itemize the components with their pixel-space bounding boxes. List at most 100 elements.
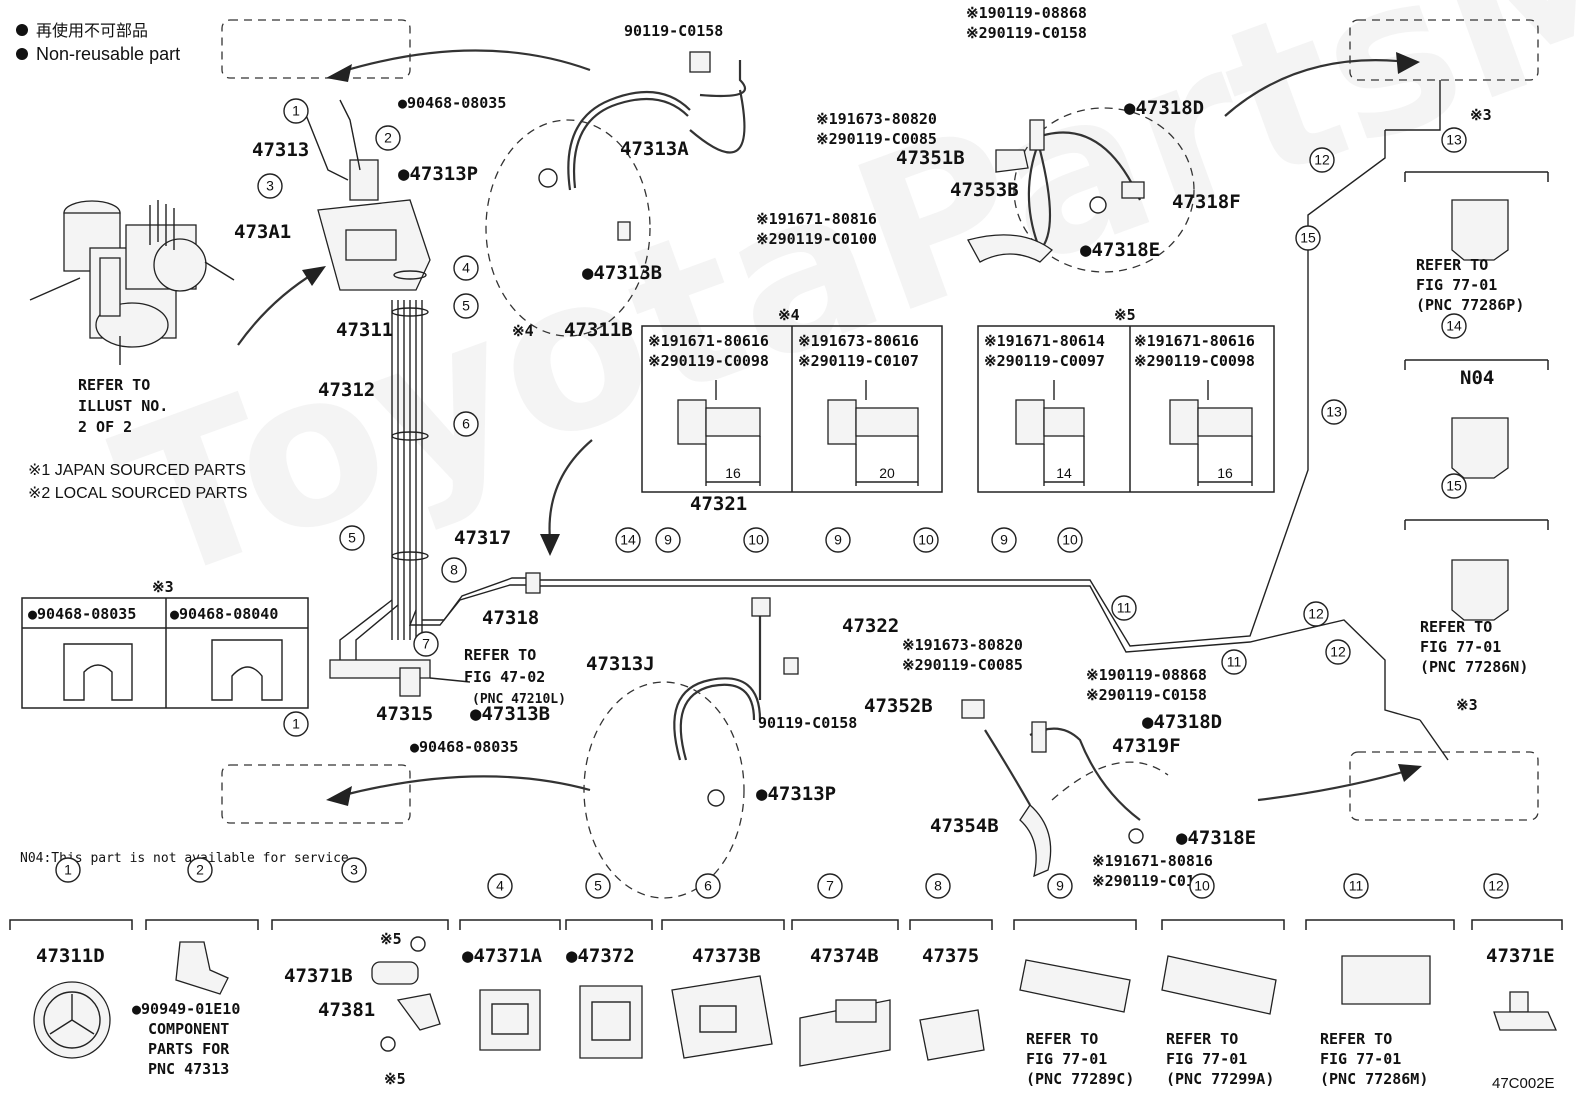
- callout-circle-6: [453, 411, 479, 437]
- c13-ref-3: (PNC 77286P): [1416, 296, 1524, 314]
- s11-line1: REFER TO: [1320, 1030, 1392, 1048]
- bolt4-dim2: 20: [879, 465, 895, 481]
- callout-circle-11: [1221, 649, 1247, 675]
- s4-part: ●47371A: [462, 945, 543, 967]
- callout-circle-2: [187, 857, 213, 883]
- callout-number-2: 2: [196, 862, 204, 878]
- refer-illust-2: ILLUST NO.: [78, 397, 168, 415]
- callout-number-5: 5: [462, 298, 470, 314]
- callout-number-13: 13: [1326, 404, 1342, 420]
- s2-line1: COMPONENT: [148, 1020, 229, 1038]
- brake-hose-47318F: [967, 119, 1145, 263]
- label-90119-C0158-mid: 90119-C0158: [758, 714, 857, 732]
- callout-circle-9: [1047, 873, 1073, 899]
- callout-number-12: 12: [1330, 644, 1346, 660]
- callout-number-9: 9: [664, 532, 672, 548]
- clip-table-x3: ●90468-08035 ●90468-08040 ※3: [21, 578, 309, 709]
- callout-number-5: 5: [348, 530, 356, 546]
- bolt4-col1-line2: ※290119-C0098: [648, 352, 769, 370]
- note-local-sourced: ※2 LOCAL SOURCED PARTS: [28, 485, 247, 502]
- bot-callout-c2: ※290119-C0100: [1092, 872, 1213, 890]
- s3-47371B: 47371B: [284, 965, 353, 987]
- callout-number-6: 6: [462, 416, 470, 432]
- callout-number-8: 8: [934, 878, 942, 894]
- n04-label: N04: [1460, 367, 1494, 389]
- legend-ja: 再使用不可部品: [36, 22, 148, 40]
- c15-ref-1: REFER TO: [1420, 618, 1492, 636]
- callout-circle-10: [743, 527, 769, 553]
- refer-illust-1: REFER TO: [78, 376, 150, 394]
- callout-number-1: 1: [64, 862, 72, 878]
- callout-number-10: 10: [1062, 532, 1078, 548]
- bot-callout-b1: ※190119-08868: [1086, 666, 1207, 684]
- callout-circle-11: [1111, 595, 1137, 621]
- callout-number-4: 4: [462, 260, 470, 276]
- callout-circle-13: [1321, 399, 1347, 425]
- x3-heading: ※3: [152, 578, 174, 596]
- callout-number-13: 13: [1446, 132, 1462, 148]
- top-callout-c1: ※191671-80816: [756, 210, 877, 228]
- figure-code: 47C002E: [1492, 1075, 1555, 1092]
- callout-number-10: 10: [1194, 878, 1210, 894]
- callout-circle-14: [1441, 313, 1467, 339]
- callout-circle-5: [453, 293, 479, 319]
- callout-circle-10: [1057, 527, 1083, 553]
- s2-part: ●90949-01E10: [132, 1000, 240, 1018]
- callout-circle-3: [341, 857, 367, 883]
- flexible-hose-47313J: [673, 597, 799, 807]
- callout-circle-12: [1325, 639, 1351, 665]
- bolt-table-x4: ※191671-80616 ※290119-C0098 ※191673-8061…: [641, 306, 943, 493]
- callout-circle-1: [55, 857, 81, 883]
- x3-right-bot: ※3: [1456, 696, 1478, 714]
- arrow-top-left: [339, 49, 591, 74]
- flexible-hose-47313A: [538, 51, 747, 241]
- label-47318E-top: ●47318E: [1080, 239, 1160, 261]
- callout-number-2: 2: [384, 130, 392, 146]
- callout-circle-12: [1303, 601, 1329, 627]
- callout-number-11: 11: [1117, 600, 1132, 616]
- callout-circle-4: [487, 873, 513, 899]
- callout-circle-1: [283, 711, 309, 737]
- legend-en: Non-reusable part: [36, 44, 180, 64]
- label-47318: 47318: [482, 607, 539, 629]
- s10-line2: FIG 77-01: [1166, 1050, 1247, 1068]
- s5-part: ●47372: [566, 945, 635, 967]
- clip-set-right: [1451, 199, 1509, 621]
- callout-circle-1: [283, 98, 309, 124]
- callout-number-15: 15: [1446, 478, 1462, 494]
- top-callout-a2: ※290119-C0158: [966, 24, 1087, 42]
- callout-circle-15: [1441, 473, 1467, 499]
- x3-right-top: ※3: [1470, 106, 1492, 124]
- callout-number-1: 1: [292, 716, 300, 732]
- bolt4-col1-line1: ※191671-80616: [648, 332, 769, 350]
- callout-number-4: 4: [496, 878, 504, 894]
- bolt4-col2-line2: ※290119-C0107: [798, 352, 919, 370]
- x5-heading: ※5: [1114, 306, 1136, 324]
- bolt5-col1-line1: ※191671-80614: [984, 332, 1105, 350]
- s11-line3: (PNC 77286M): [1320, 1070, 1428, 1088]
- note-japan-sourced: ※1 JAPAN SOURCED PARTS: [28, 462, 246, 479]
- label-47354B: 47354B: [930, 815, 999, 837]
- s3-x5a: ※5: [380, 930, 402, 948]
- bot-callout-c1: ※191671-80816: [1092, 852, 1213, 870]
- tube-bundle-47312: [299, 99, 540, 697]
- callout-number-3: 3: [266, 178, 274, 194]
- callout-circle-11: [1343, 873, 1369, 899]
- callout-circle-5: [585, 873, 611, 899]
- callout-number-10: 10: [748, 532, 764, 548]
- part-labels: 90119-C0158 47313A ●47313P ●47313B ●9046…: [234, 4, 1492, 890]
- bot-callout-a1: ※191673-80820: [902, 636, 1023, 654]
- callout-number-8: 8: [450, 562, 458, 578]
- s2-line2: PARTS FOR: [148, 1040, 230, 1058]
- s11-line2: FIG 77-01: [1320, 1050, 1401, 1068]
- callout-number-12: 12: [1488, 878, 1504, 894]
- callout-number-7: 7: [422, 636, 430, 652]
- callout-circle-8: [441, 557, 467, 583]
- top-callout-b2: ※290119-C0085: [816, 130, 937, 148]
- callout-circle-5: [339, 525, 365, 551]
- top-callout-c2: ※290119-C0100: [756, 230, 877, 248]
- label-47351B: 47351B: [896, 147, 965, 169]
- refer-fig4702-2: FIG 47-02: [464, 668, 545, 686]
- callout-number-9: 9: [1000, 532, 1008, 548]
- label-47319F: 47319F: [1112, 735, 1181, 757]
